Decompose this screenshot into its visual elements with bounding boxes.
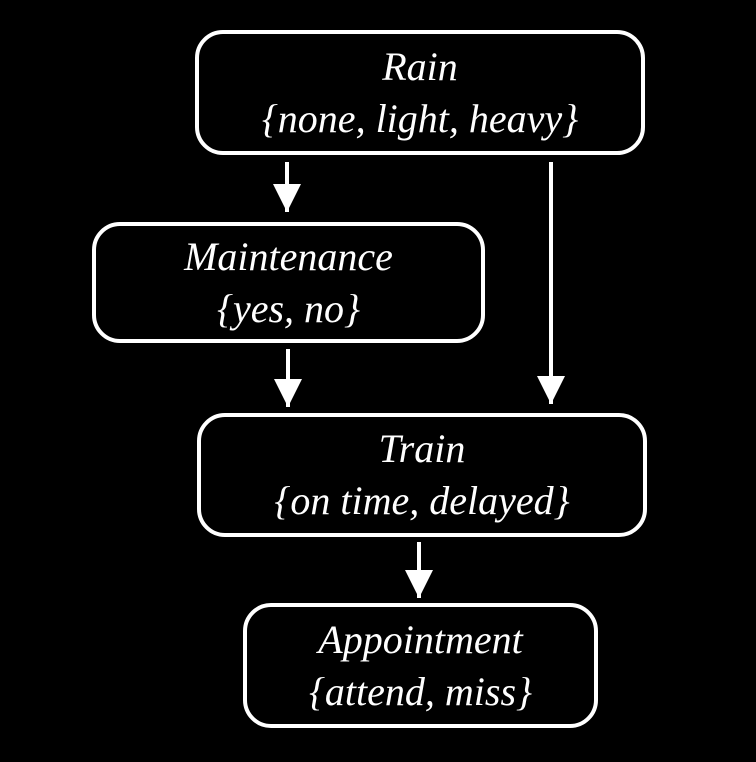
node-train-values: {on time, delayed} bbox=[274, 478, 570, 523]
node-appointment-values: {attend, miss} bbox=[308, 668, 533, 714]
node-maintenance: Maintenance {yes, no} bbox=[92, 222, 485, 343]
node-rain: Rain {none, light, heavy} bbox=[195, 30, 645, 155]
node-appointment: Appointment {attend, miss} bbox=[243, 603, 598, 728]
node-rain-values: {none, light, heavy} bbox=[261, 95, 579, 141]
node-maintenance-label: Maintenance bbox=[184, 233, 393, 279]
node-maintenance-values: {yes, no} bbox=[216, 285, 361, 331]
node-rain-label: Rain bbox=[382, 43, 458, 89]
node-appointment-label: Appointment bbox=[318, 616, 523, 662]
node-train-label: Train bbox=[378, 426, 466, 471]
node-train: Train {on time, delayed} bbox=[197, 413, 647, 537]
